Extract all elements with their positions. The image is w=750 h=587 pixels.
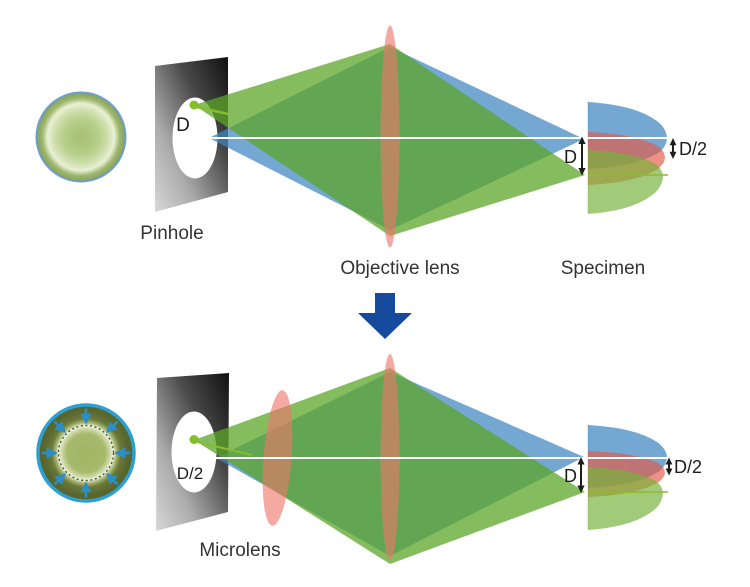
dotted-focus-circle	[57, 424, 115, 482]
pinhole-diameter-label: D	[176, 115, 190, 136]
inward-arrow-ne	[106, 420, 119, 433]
down-arrow-icon	[358, 293, 412, 339]
source-ray-line	[196, 105, 229, 116]
objective-lens-shape	[380, 25, 400, 248]
point-source-dot	[189, 100, 199, 110]
pinhole-caption: Pinhole	[140, 223, 203, 244]
focused-spot-illustration	[36, 403, 136, 503]
half-spot-dimension-arrow-bottom	[665, 457, 673, 476]
intensity-profile-green	[588, 150, 663, 214]
source-ray-line-bottom	[196, 441, 253, 456]
pinhole-aperture	[172, 97, 218, 179]
objective-lens-caption: Objective lens	[340, 258, 459, 279]
aperture-size-label: D/2	[177, 464, 203, 483]
half-spot-dimension-arrow	[669, 138, 677, 159]
specimen-caption: Specimen	[561, 258, 646, 279]
inward-arrow-se	[106, 473, 119, 486]
intensity-profile-green-bottom	[588, 467, 663, 530]
bottom-microlens-diagram: D/2 D D/2 Microlens	[36, 354, 702, 564]
spot-size-dimension-arrow	[578, 136, 586, 176]
microlens-caption: Microlens	[199, 540, 280, 561]
inward-arrow-sw	[53, 473, 66, 486]
point-source-dot-bottom	[189, 435, 199, 444]
spot-size-label-bottom: D	[564, 466, 577, 486]
top-pinhole-diagram: D D D/2 Pinhole Objective lens Specimen	[35, 25, 707, 279]
spot-size-label: D	[564, 147, 577, 167]
inward-arrow-nw	[53, 420, 66, 433]
half-spot-label-bottom: D/2	[674, 457, 702, 477]
blurred-spot-illustration	[35, 91, 127, 183]
half-spot-label: D/2	[679, 139, 707, 159]
inward-arrows	[41, 408, 131, 498]
microlens-aperture	[171, 411, 217, 493]
spot-size-dimension-arrow-bottom	[577, 457, 585, 493]
